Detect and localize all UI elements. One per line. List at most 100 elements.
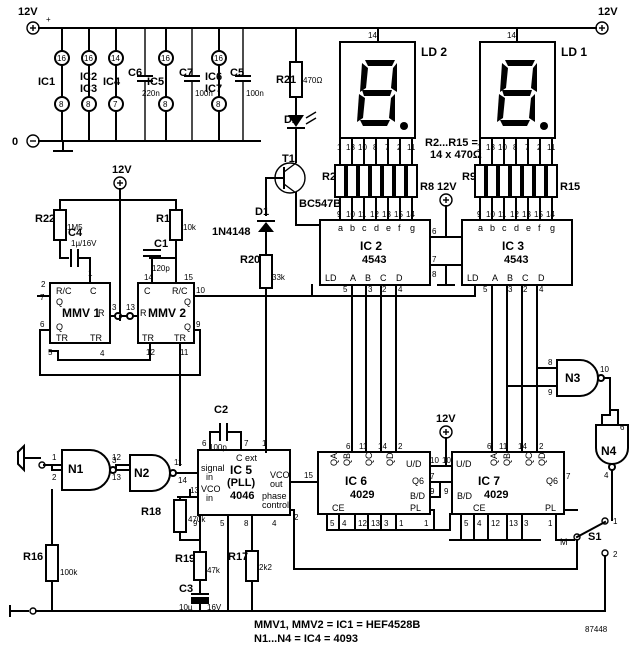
svg-text:QA: QA	[489, 453, 499, 466]
svg-text:13: 13	[112, 473, 121, 482]
decoder-supply: 12V	[429, 181, 463, 286]
counter-ic7: U/D B/D QA QB QC QD Q6 CE PL IC 7 4029	[451, 451, 565, 515]
led-drive: R21 470Ω D2 T1 BC547B D1 1N4148 R20 33k	[212, 27, 341, 453]
note-gates: N1...N4 = IC4 = 4093	[254, 633, 358, 645]
svg-text:8: 8	[432, 270, 437, 279]
svg-text:12: 12	[491, 519, 500, 528]
svg-text:1: 1	[477, 143, 482, 152]
svg-text:13: 13	[190, 486, 199, 495]
svg-text:5: 5	[330, 519, 335, 528]
svg-text:C7: C7	[179, 67, 193, 79]
svg-text:10: 10	[346, 210, 355, 219]
svg-text:LD: LD	[325, 273, 337, 283]
svg-text:2: 2	[294, 513, 299, 522]
svg-text:6: 6	[202, 439, 207, 448]
svg-text:B/D: B/D	[410, 491, 426, 501]
svg-text:d: d	[514, 223, 519, 233]
svg-text:TR: TR	[90, 333, 102, 343]
svg-text:2: 2	[523, 285, 528, 294]
svg-text:4: 4	[342, 519, 347, 528]
svg-text:14: 14	[368, 31, 377, 40]
svg-text:12: 12	[146, 348, 155, 357]
svg-text:R19: R19	[175, 553, 195, 565]
svg-text:6: 6	[432, 227, 437, 236]
svg-text:2: 2	[613, 550, 618, 559]
svg-text:IC2: IC2	[80, 71, 97, 83]
svg-text:9: 9	[477, 210, 482, 219]
svg-text:R21: R21	[276, 74, 296, 86]
svg-text:CE: CE	[473, 503, 486, 513]
svg-text:QB: QB	[342, 453, 352, 466]
svg-text:IC5: IC5	[147, 76, 164, 88]
ground-rail-top: 0	[12, 134, 261, 152]
svg-text:12V: 12V	[436, 413, 456, 425]
figure-ref: 87448	[585, 625, 608, 634]
svg-text:4029: 4029	[350, 489, 374, 501]
svg-text:12: 12	[112, 453, 121, 462]
svg-text:2: 2	[41, 280, 46, 289]
svg-text:MMV 1: MMV 1	[62, 306, 100, 320]
svg-text:4046: 4046	[230, 490, 254, 502]
resistor-note-1: R2...R15 =	[425, 137, 478, 149]
svg-text:signal: signal	[201, 463, 225, 473]
svg-text:8: 8	[244, 519, 249, 528]
svg-text:14: 14	[406, 210, 415, 219]
svg-text:2: 2	[382, 285, 387, 294]
svg-text:IC7: IC7	[205, 83, 222, 95]
svg-text:16V: 16V	[207, 603, 222, 612]
svg-text:LD: LD	[467, 273, 479, 283]
svg-text:47k: 47k	[207, 566, 221, 575]
svg-text:6: 6	[620, 423, 625, 432]
svg-text:16: 16	[84, 54, 93, 63]
svg-text:3: 3	[384, 519, 389, 528]
svg-text:a: a	[338, 223, 343, 233]
svg-text:33k: 33k	[272, 273, 286, 282]
svg-text:in: in	[206, 472, 213, 482]
svg-text:QD: QD	[385, 452, 395, 466]
svg-text:Q: Q	[56, 322, 63, 332]
svg-text:13: 13	[382, 210, 391, 219]
svg-text:2: 2	[537, 143, 542, 152]
svg-text:4: 4	[272, 519, 277, 528]
svg-text:TR: TR	[56, 333, 68, 343]
svg-text:8: 8	[548, 358, 553, 367]
svg-text:1N4148: 1N4148	[212, 226, 251, 238]
svg-text:4: 4	[539, 285, 544, 294]
svg-text:8: 8	[373, 143, 378, 152]
svg-text:11: 11	[359, 442, 368, 451]
resistor-note-2: 14 x 470Ω	[430, 149, 482, 161]
svg-text:4: 4	[477, 519, 482, 528]
svg-text:3: 3	[112, 303, 117, 312]
counter-ic6: QA QB QC QD U/D Q6 B/D CE PL IC 6 4029	[317, 451, 431, 515]
svg-text:C3: C3	[179, 583, 193, 595]
svg-text:4029: 4029	[484, 489, 508, 501]
svg-text:N3: N3	[565, 371, 581, 385]
svg-text:12V: 12V	[112, 164, 132, 176]
svg-text:100p: 100p	[209, 443, 227, 452]
svg-text:A: A	[492, 273, 498, 283]
svg-text:N1: N1	[68, 462, 84, 476]
svg-text:b: b	[490, 223, 495, 233]
svg-text:2: 2	[52, 473, 57, 482]
svg-text:D: D	[538, 273, 545, 283]
svg-text:TR: TR	[142, 333, 154, 343]
supply-pins: 16 8 16 8 14 7 16 8 16 8 IC1 IC2 IC3 IC4…	[38, 27, 227, 142]
svg-text:14: 14	[378, 442, 387, 451]
svg-text:3: 3	[112, 456, 117, 465]
svg-text:QA: QA	[329, 453, 339, 466]
svg-text:Q: Q	[56, 297, 63, 307]
svg-text:1: 1	[424, 519, 429, 528]
svg-text:12: 12	[510, 210, 519, 219]
svg-text:BC547B: BC547B	[299, 198, 341, 210]
svg-text:7: 7	[566, 472, 571, 481]
svg-text:7: 7	[430, 472, 435, 481]
svg-text:13: 13	[509, 519, 518, 528]
svg-text:VCO: VCO	[201, 484, 221, 494]
svg-text:14: 14	[144, 273, 153, 282]
svg-text:12V: 12V	[437, 181, 457, 193]
svg-text:R8: R8	[420, 181, 434, 193]
svg-text:QB: QB	[502, 453, 512, 466]
svg-text:D: D	[396, 273, 403, 283]
